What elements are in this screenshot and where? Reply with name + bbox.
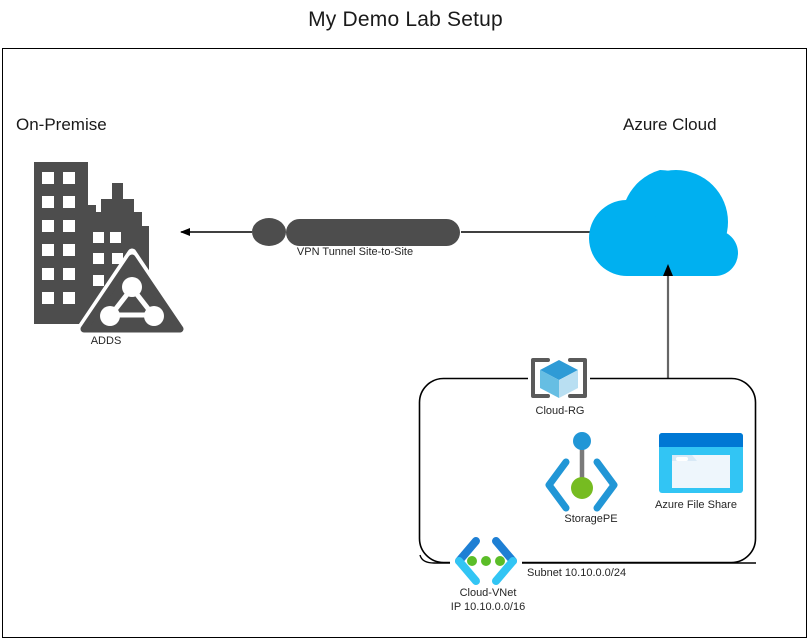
vnet-link-curve bbox=[419, 554, 452, 564]
private-endpoint-icon bbox=[545, 432, 618, 512]
adds-label: ADDS bbox=[90, 335, 122, 347]
azure-file-share-label: Azure File Share bbox=[655, 499, 737, 511]
virtual-network-icon bbox=[450, 537, 522, 585]
azure-cloud-heading: Azure Cloud bbox=[623, 115, 717, 134]
subnet-label: Subnet 10.10.0.0/24 bbox=[527, 567, 627, 579]
azure-cloud-icon bbox=[589, 170, 738, 277]
vpn-tunnel-icon bbox=[252, 218, 460, 246]
connector-arrow-icon bbox=[663, 264, 673, 276]
resource-group-label: Cloud-RG bbox=[535, 405, 585, 417]
adds-triangle-icon bbox=[74, 248, 190, 337]
vnet-label-group: Cloud-VNet IP 10.10.0.0/16 bbox=[428, 586, 548, 614]
onpremise-heading: On-Premise bbox=[16, 115, 107, 134]
vpn-tunnel-label: VPN Tunnel Site-to-Site bbox=[296, 246, 414, 258]
vnet-name-label: Cloud-VNet bbox=[459, 587, 517, 599]
azure-file-share-icon bbox=[659, 433, 743, 493]
page-title: My Demo Lab Setup bbox=[308, 8, 503, 31]
storage-private-endpoint-label: StoragePE bbox=[564, 513, 618, 525]
vnet-address-space-label: IP 10.10.0.0/16 bbox=[450, 601, 526, 613]
resource-group-cube-icon bbox=[528, 356, 590, 400]
